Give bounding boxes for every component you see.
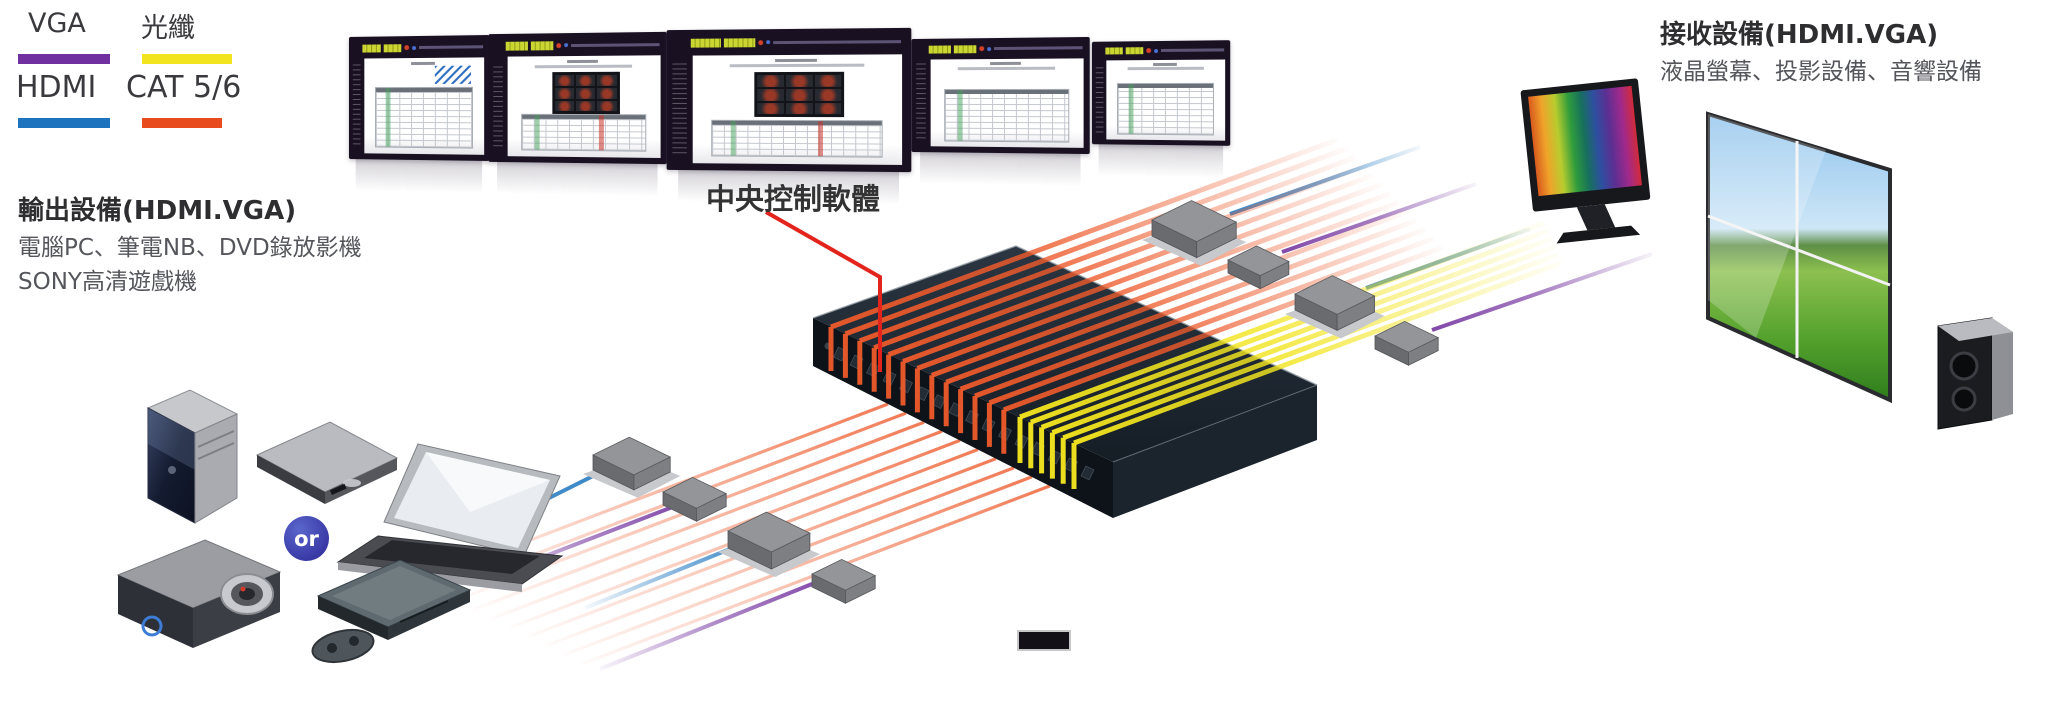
receiver-block-line1: 液晶螢幕、投影設備、音響設備 <box>1660 59 1982 85</box>
legend-vga-bar <box>18 54 110 64</box>
game-controller <box>311 628 375 664</box>
pc-tower <box>146 389 239 524</box>
source-block-title: 輸出設備(HDMI.VGA) <box>18 196 297 226</box>
source-block-line2: SONY高清遊戲機 <box>18 269 197 295</box>
dvd-player <box>255 421 399 504</box>
cat5-cables-over-switch <box>828 137 1444 454</box>
legend-cat-label: CAT 5/6 <box>126 70 242 105</box>
game-console <box>316 559 472 640</box>
central-software-label: 中央控制軟體 <box>706 182 881 216</box>
or-badge: or <box>284 516 329 561</box>
black-dash <box>1017 630 1071 651</box>
transmitter-box-2 <box>662 476 728 522</box>
projector <box>116 539 282 648</box>
legend-hdmi-bar <box>18 118 110 128</box>
receiver-box-1 <box>1142 200 1247 266</box>
receiver-box-2 <box>1227 245 1290 290</box>
video-wall <box>1706 111 1892 404</box>
extender-boxes <box>583 200 1440 604</box>
fiber-cables-over-switch <box>1017 220 1563 489</box>
laptop <box>336 443 564 592</box>
speaker <box>1937 317 2013 430</box>
source-block-line1: 電腦PC、筆電NB、DVD錄放影機 <box>18 235 362 261</box>
lcd-monitor <box>1520 78 1651 244</box>
legend-cat-bar <box>142 118 222 128</box>
transmitter-box-3 <box>718 511 820 577</box>
legend-fiber-label: 光纖 <box>141 13 195 44</box>
transmitter-box-4 <box>811 558 877 604</box>
receiver-block-title: 接收設備(HDMI.VGA) <box>1660 20 1939 50</box>
transmitter-box-1 <box>583 436 681 498</box>
legend-vga-label: VGA <box>28 8 86 39</box>
receiver-box-3 <box>1285 275 1385 339</box>
control-software-link-line <box>765 210 882 372</box>
legend-fiber-bar <box>142 54 232 64</box>
receiver-box-4 <box>1374 320 1440 366</box>
legend-hdmi-label: HDMI <box>16 70 97 105</box>
